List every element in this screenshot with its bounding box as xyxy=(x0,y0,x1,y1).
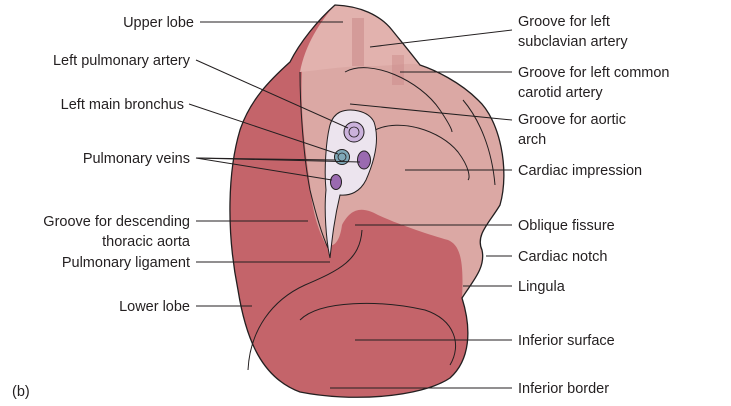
label-cardiac-notch: Cardiac notch xyxy=(518,249,607,265)
label-cardiac-impression: Cardiac impression xyxy=(518,163,642,179)
label-lower-lobe: Lower lobe xyxy=(119,299,190,315)
label-groove-subclavian-2: subclavian artery xyxy=(518,34,628,50)
label-inferior-border: Inferior border xyxy=(518,381,609,397)
label-oblique-fissure: Oblique fissure xyxy=(518,218,615,234)
right-labels: Groove for left subclavian artery Groove… xyxy=(518,14,670,397)
label-groove-descending-aorta-1: Groove for descending xyxy=(43,214,190,230)
label-left-pulmonary-artery: Left pulmonary artery xyxy=(53,53,191,69)
figure-tag: (b) xyxy=(12,384,30,400)
label-left-main-bronchus: Left main bronchus xyxy=(61,97,184,113)
label-pulmonary-ligament: Pulmonary ligament xyxy=(62,255,190,271)
label-groove-aortic-arch-2: arch xyxy=(518,132,546,148)
label-groove-subclavian-1: Groove for left xyxy=(518,14,610,30)
label-groove-common-carotid-1: Groove for left common xyxy=(518,65,670,81)
left-labels: Upper lobe Left pulmonary artery Left ma… xyxy=(12,15,194,400)
pulmonary-artery xyxy=(344,122,364,142)
label-groove-aortic-arch-1: Groove for aortic xyxy=(518,112,626,128)
left-main-bronchus xyxy=(335,150,350,165)
pulmonary-vein-lower xyxy=(331,175,342,190)
pulmonary-vein-upper xyxy=(358,151,371,169)
label-lingula: Lingula xyxy=(518,279,566,295)
carotid-groove xyxy=(392,55,404,85)
label-upper-lobe: Upper lobe xyxy=(123,15,194,31)
label-inferior-surface: Inferior surface xyxy=(518,333,615,349)
left-lung-illustration xyxy=(230,5,504,397)
label-groove-descending-aorta-2: thoracic aorta xyxy=(102,234,191,250)
label-pulmonary-veins: Pulmonary veins xyxy=(83,151,190,167)
subclavian-groove xyxy=(352,18,364,66)
label-groove-common-carotid-2: carotid artery xyxy=(518,85,603,101)
